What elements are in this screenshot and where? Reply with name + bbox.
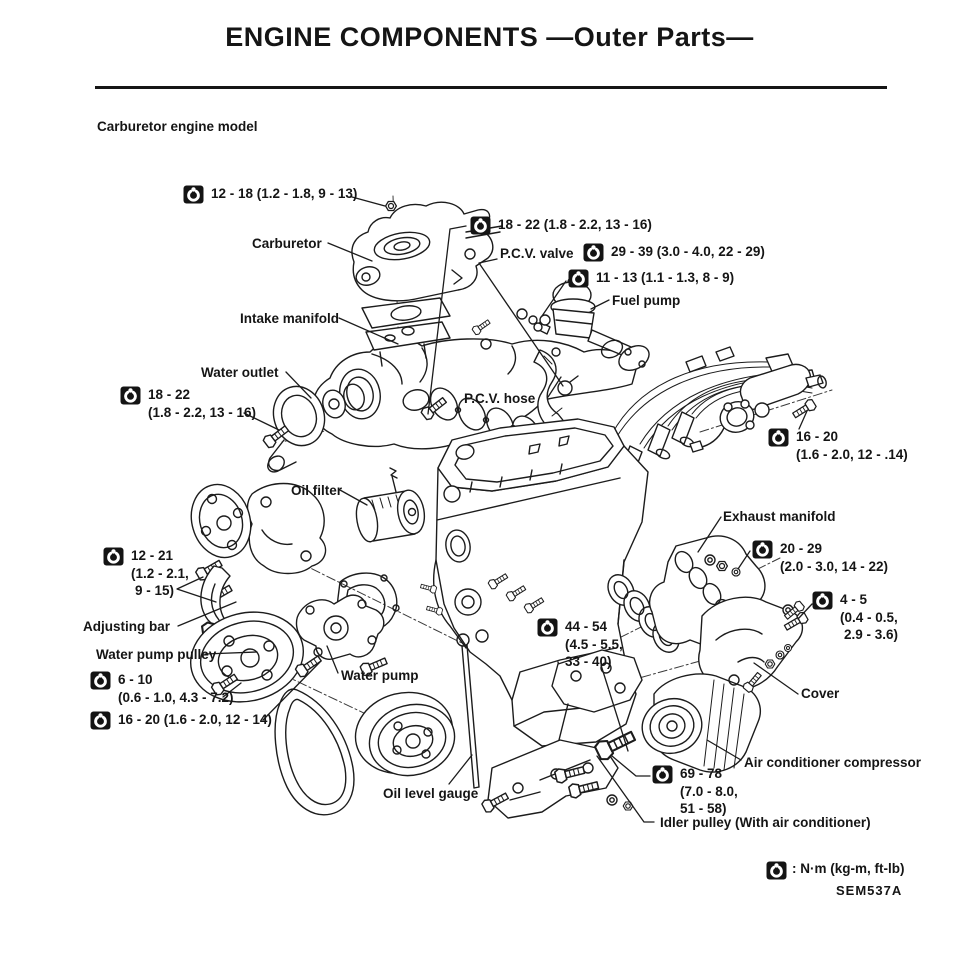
torque-callout-water-pump-bolt: 16 - 20 (1.6 - 2.0, 12 - 14): [90, 711, 272, 730]
ac-compressor-art: [592, 644, 792, 773]
torque-callout-adjusting-bar-bolts: 12 - 21(1.2 - 2.1,9 - 15): [103, 547, 189, 600]
crank-pulley-art: [354, 691, 456, 777]
label-pcv-valve: P.C.V. valve: [500, 246, 574, 261]
model-note: Carburetor engine model: [97, 119, 258, 134]
torque-callout-carburetor-nut: 12 - 18 (1.2 - 1.8, 9 - 13): [183, 185, 357, 204]
torque-wrench-icon: [90, 711, 111, 730]
torque-callout-pcv-fitting: 11 - 13 (1.1 - 1.3, 8 - 9): [568, 269, 734, 288]
water-outlet-art: [261, 383, 365, 473]
torque-wrench-icon: [583, 243, 604, 262]
pump-bracket-art: [190, 482, 327, 608]
torque-callout-water-pump-pulley-bolt: 6 - 10(0.6 - 1.0, 4.3 - 7.2): [90, 671, 234, 706]
label-water-outlet: Water outlet: [201, 365, 279, 380]
water-pump-pulley-art: [189, 611, 305, 703]
torque-callout-cover-bolt: 4 - 5(0.4 - 0.5,2.9 - 3.6): [812, 591, 898, 644]
legend-unit-label: : N·m (kg-m, ft-lb): [792, 861, 905, 876]
oil-filter-art: [355, 467, 426, 543]
label-cover: Cover: [801, 686, 840, 701]
label-pcv-hose: P.C.V. hose: [464, 391, 536, 406]
torque-wrench-icon: [812, 591, 833, 610]
label-water-pump-pulley: Water pump pulley: [96, 647, 217, 662]
label-oil-level-gauge: Oil level gauge: [383, 786, 479, 801]
divider-rule: [95, 86, 887, 89]
torque-wrench-icon: [90, 671, 111, 690]
torque-wrench-icon: [537, 618, 558, 637]
mount-bracket-art: [480, 649, 643, 819]
torque-legend: : N·m (kg-m, ft-lb): [766, 861, 904, 880]
torque-callout-distributor-bolt: 16 - 20(1.6 - 2.0, 12 - .14): [768, 428, 908, 463]
fuel-pump-art: [533, 277, 650, 371]
torque-wrench-icon: [183, 185, 204, 204]
label-intake-manifold: Intake manifold: [240, 311, 340, 326]
label-carburetor: Carburetor: [252, 236, 322, 251]
torque-wrench-icon: [103, 547, 124, 566]
water-pump-art: [293, 572, 400, 680]
torque-callout-water-outlet-bolt: 18 - 22(1.8 - 2.2, 13 - 16): [120, 386, 256, 421]
label-oil-filter: Oil filter: [291, 483, 343, 498]
torque-wrench-icon: [766, 861, 787, 880]
label-exhaust-manifold: Exhaust manifold: [723, 509, 836, 524]
torque-callout-exhaust-manifold-nut: 20 - 29(2.0 - 3.0, 14 - 22): [752, 540, 888, 575]
page-title: ENGINE COMPONENTS —Outer Parts—: [225, 22, 754, 52]
label-water-pump: Water pump: [341, 668, 419, 683]
fan-belt-art: [274, 688, 355, 816]
torque-wrench-icon: [768, 428, 789, 447]
torque-callout-compressor-bracket-bolt: 44 - 54(4.5 - 5.5,33 - 40): [537, 618, 623, 671]
torque-callout-idler-pulley-bolt: 69 - 78(7.0 - 8.0,51 - 58): [652, 765, 738, 818]
torque-callout-intake-manifold-bolt: 18 - 22 (1.8 - 2.2, 13 - 16): [470, 216, 652, 235]
intake-manifold-art: [312, 317, 639, 450]
torque-wrench-icon: [652, 765, 673, 784]
label-adjusting-bar: Adjusting bar: [83, 619, 170, 634]
leader-lines: [176, 196, 813, 823]
figure-code: SEM537A: [836, 883, 903, 898]
distributor-art: [689, 363, 827, 453]
torque-wrench-icon: [120, 386, 141, 405]
torque-wrench-icon: [752, 540, 773, 559]
oil-level-gauge-art: [456, 633, 480, 789]
torque-callout-fuel-pump-fitting: 29 - 39 (3.0 - 4.0, 22 - 29): [583, 243, 765, 262]
torque-wrench-icon: [470, 216, 491, 235]
label-fuel-pump: Fuel pump: [612, 293, 681, 308]
label-idler-pulley: Idler pulley (With air conditioner): [660, 815, 871, 830]
torque-wrench-icon: [568, 269, 589, 288]
label-air-conditioner-compressor: Air conditioner compressor: [744, 755, 922, 770]
